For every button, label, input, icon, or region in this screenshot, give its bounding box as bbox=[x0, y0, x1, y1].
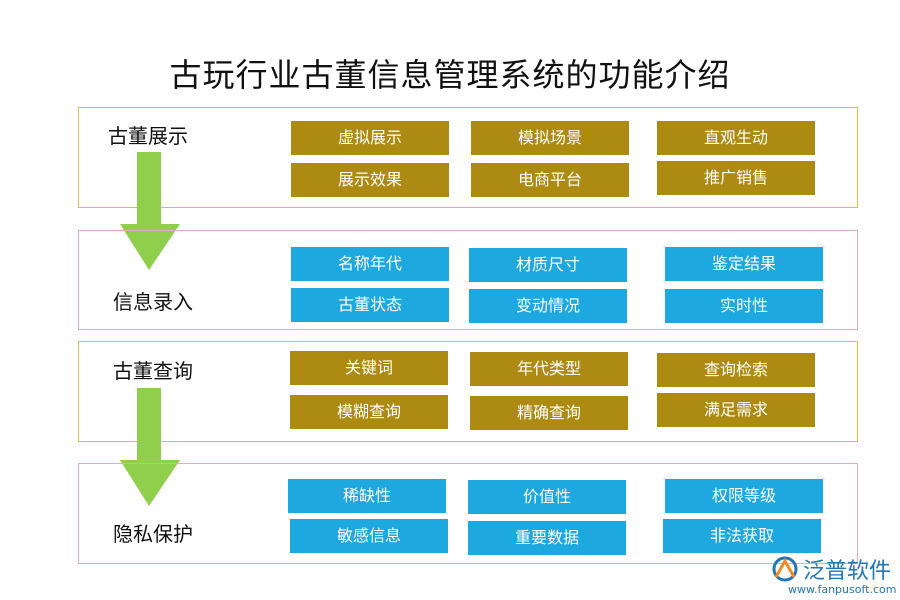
item-intuitive-vivid: 直观生动 bbox=[657, 121, 815, 155]
item-realtime: 实时性 bbox=[665, 289, 823, 323]
item-fuzzy-query: 模糊查询 bbox=[290, 395, 448, 429]
item-search-retrieve: 查询检索 bbox=[657, 353, 815, 387]
item-value: 价值性 bbox=[468, 480, 626, 514]
section-entry-label: 信息录入 bbox=[113, 290, 193, 314]
item-virtual-display: 虚拟展示 bbox=[291, 121, 449, 155]
section-display-label: 古董展示 bbox=[108, 124, 188, 148]
brand-url: www.fanpusoft.com bbox=[788, 583, 897, 596]
brand-logo: 泛普软件 bbox=[770, 553, 891, 585]
item-illegal-access: 非法获取 bbox=[663, 519, 821, 553]
item-meet-needs: 满足需求 bbox=[657, 393, 815, 427]
item-permission-level: 权限等级 bbox=[665, 479, 823, 513]
item-promote-sales: 推广销售 bbox=[657, 161, 815, 195]
page-title: 古玩行业古董信息管理系统的功能介绍 bbox=[169, 56, 731, 94]
section-privacy-panel bbox=[78, 463, 858, 564]
item-name-era: 名称年代 bbox=[291, 247, 449, 281]
section-query-label: 古董查询 bbox=[113, 359, 193, 383]
section-privacy-label: 隐私保护 bbox=[113, 522, 193, 546]
item-keyword: 关键词 bbox=[290, 351, 448, 385]
brand-logo-icon bbox=[772, 556, 798, 582]
item-change-status: 变动情况 bbox=[469, 289, 627, 323]
item-era-type: 年代类型 bbox=[470, 352, 628, 386]
section-entry-panel bbox=[78, 230, 858, 330]
item-ecommerce-platform: 电商平台 bbox=[471, 163, 629, 197]
item-exact-query: 精确查询 bbox=[470, 396, 628, 430]
item-appraisal-result: 鉴定结果 bbox=[665, 247, 823, 281]
item-antique-status: 古董状态 bbox=[291, 288, 449, 322]
item-display-effect: 展示效果 bbox=[291, 163, 449, 197]
item-simulated-scene: 模拟场景 bbox=[471, 121, 629, 155]
item-sensitive-info: 敏感信息 bbox=[290, 519, 448, 553]
section-display-panel bbox=[78, 107, 858, 208]
item-scarcity: 稀缺性 bbox=[288, 479, 446, 513]
item-material-size: 材质尺寸 bbox=[469, 248, 627, 282]
item-important-data: 重要数据 bbox=[468, 521, 626, 555]
section-query-panel bbox=[78, 341, 858, 442]
down-arrow-icon bbox=[120, 152, 180, 270]
brand-name: 泛普软件 bbox=[803, 559, 892, 584]
down-arrow-icon bbox=[120, 388, 180, 506]
